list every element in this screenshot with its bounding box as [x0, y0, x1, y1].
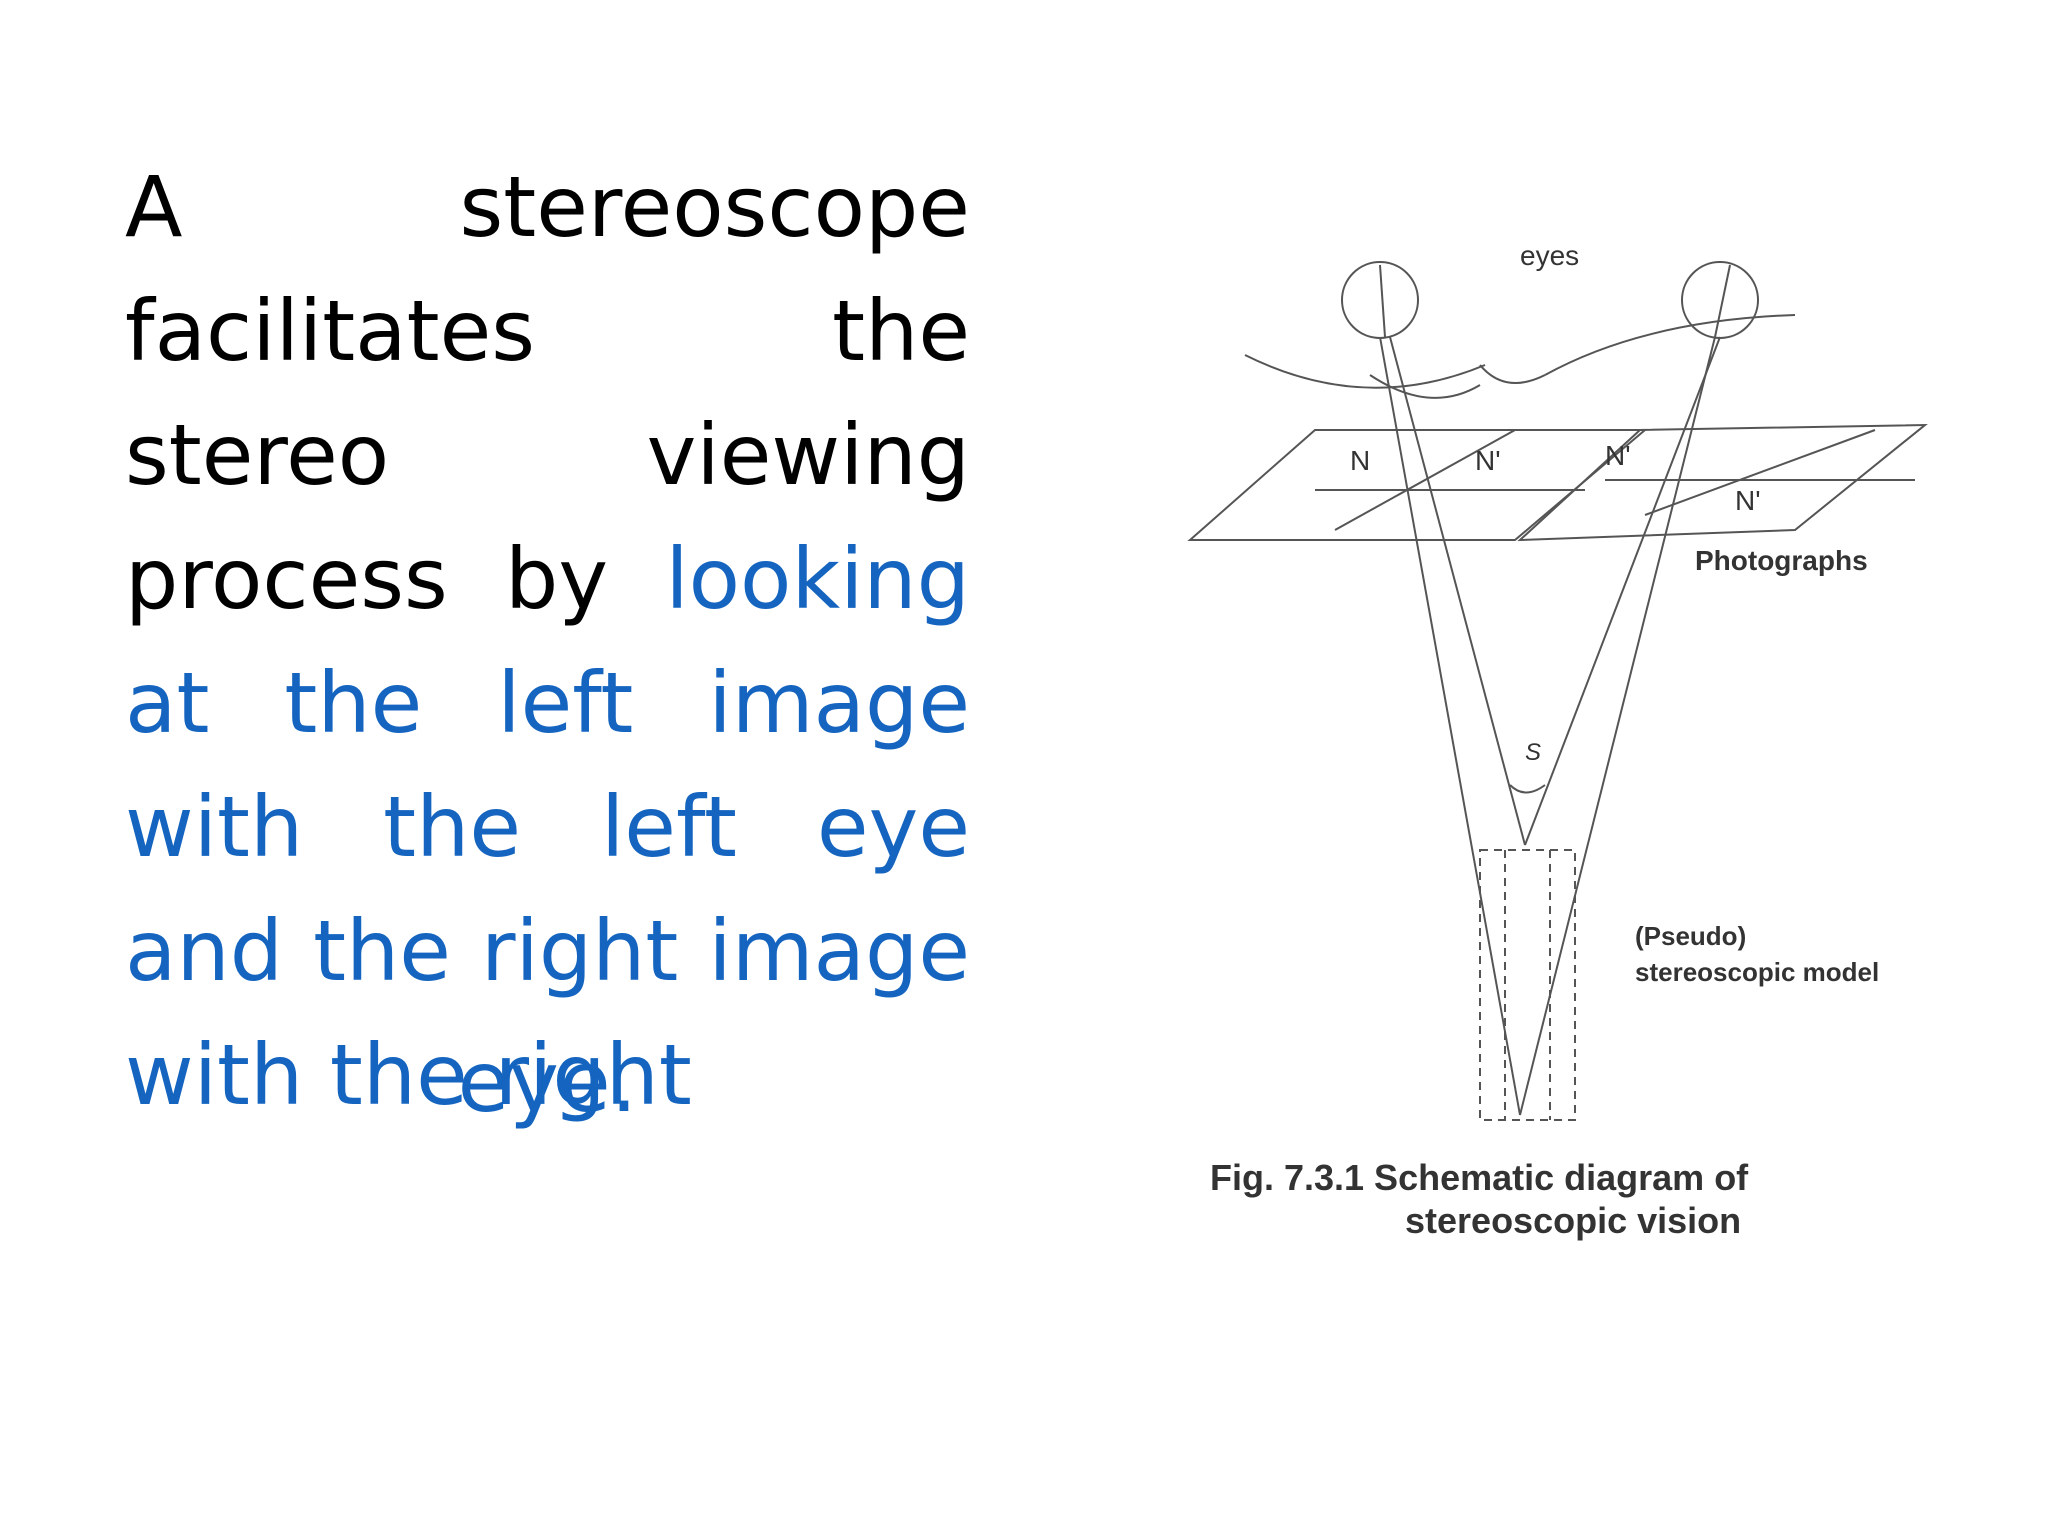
pseudo-model-box	[1479, 849, 1576, 1121]
brow-arc	[1369, 374, 1481, 399]
label-pseudo-line2: stereoscopic model	[1635, 957, 1879, 987]
label-photographs: Photographs	[1695, 545, 1868, 576]
nose-bridge-arc	[1479, 364, 1546, 384]
label-n1: N	[1350, 445, 1370, 476]
caption-line1: Fig. 7.3.1 Schematic diagram of	[1210, 1157, 1749, 1198]
left-ray-outer	[1379, 336, 1521, 1116]
left-eye-axis	[1379, 264, 1386, 338]
angle-s-arc	[1509, 784, 1546, 794]
left-head-arc	[1244, 354, 1486, 389]
left-ray-inner	[1389, 336, 1526, 846]
right-eye-axis	[1714, 264, 1731, 338]
right-ray-outer	[1519, 336, 1716, 1116]
right-photograph	[1517, 423, 1928, 542]
label-n3: N'	[1605, 440, 1631, 471]
label-n2: N'	[1475, 445, 1501, 476]
right-eye	[1681, 261, 1759, 339]
label-s: S	[1525, 739, 1541, 766]
left-photo-diagonal	[1334, 429, 1516, 531]
slide-body-text: A stereoscope facilitates the stereo vie…	[125, 145, 970, 1137]
body-text-black: A stereoscope facilitates the stereo vie…	[125, 158, 970, 628]
label-n4: N'	[1735, 485, 1761, 516]
right-photo-diagonal	[1644, 429, 1876, 516]
caption-line2: stereoscopic vision	[1405, 1200, 1741, 1241]
body-text-blue-tail: eye.	[457, 1033, 638, 1131]
stereoscope-diagram: eyes N N' N' N' Photographs S (Pseudo) s…	[1187, 240, 1928, 1241]
body-text-blue: looking at the left image with the left …	[125, 530, 970, 1124]
stereoscopic-vision-figure: eyes N N' N' N' Photographs S (Pseudo) s…	[1175, 225, 2005, 1275]
label-eyes: eyes	[1520, 240, 1579, 271]
right-ray-inner	[1524, 336, 1721, 846]
right-head-arc	[1544, 314, 1796, 376]
label-pseudo-line1: (Pseudo)	[1635, 921, 1746, 951]
